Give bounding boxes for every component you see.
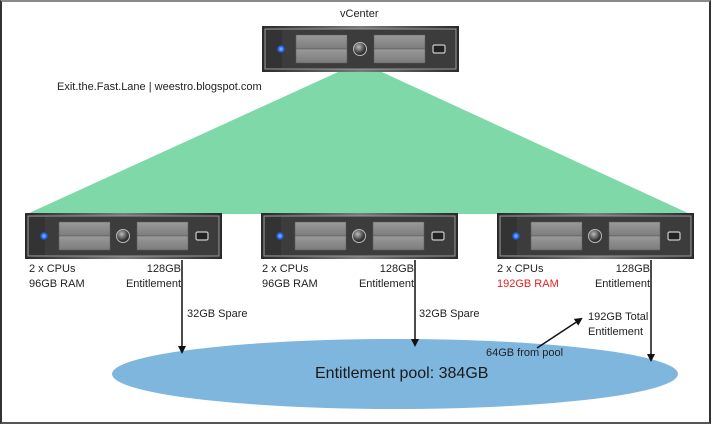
pool-label: Entitlement pool: 384GB [315,365,489,382]
host-1-entitlement-value: 128GB [146,263,181,275]
vcenter-server-icon [261,25,460,73]
host-2-spare-label: 32GB Spare [419,308,480,320]
host-2-entitlement-label: Entitlement [358,278,414,290]
host-3-total-entitlement-value: 192GB Total [588,311,649,323]
host-2-entitlement-value: 128GB [379,263,414,275]
host-1-ram: 96GB RAM [29,278,85,290]
pool-draw-label: 64GB from pool [486,347,564,359]
entitlement-pool-ellipse [112,339,678,409]
host-3-total-entitlement-label: Entitlement [588,326,644,338]
vcenter-label: vCenter [340,8,379,20]
host-3-entitlement-value: 128GB [615,263,650,275]
host-2-ram: 96GB RAM [262,278,318,290]
host-1-server-icon [24,212,223,260]
host-1-entitlement-label: Entitlement [125,278,181,290]
host-3-server-icon [496,212,695,260]
watermark-text: Exit.the.Fast.Lane | weestro.blogspot.co… [57,81,262,93]
host-1-spare-label: 32GB Spare [187,308,248,320]
host-3-entitlement-label: Entitlement [594,278,650,290]
pool-to-host-3-arrow [536,317,583,349]
vcenter-connection-triangle [27,62,690,214]
host-1-cpus: 2 x CPUs [29,263,76,275]
host-2-server-icon [260,212,459,260]
host-3-ram: 192GB RAM [497,278,559,290]
host-2-cpus: 2 x CPUs [262,263,309,275]
host-3-cpus: 2 x CPUs [497,263,544,275]
